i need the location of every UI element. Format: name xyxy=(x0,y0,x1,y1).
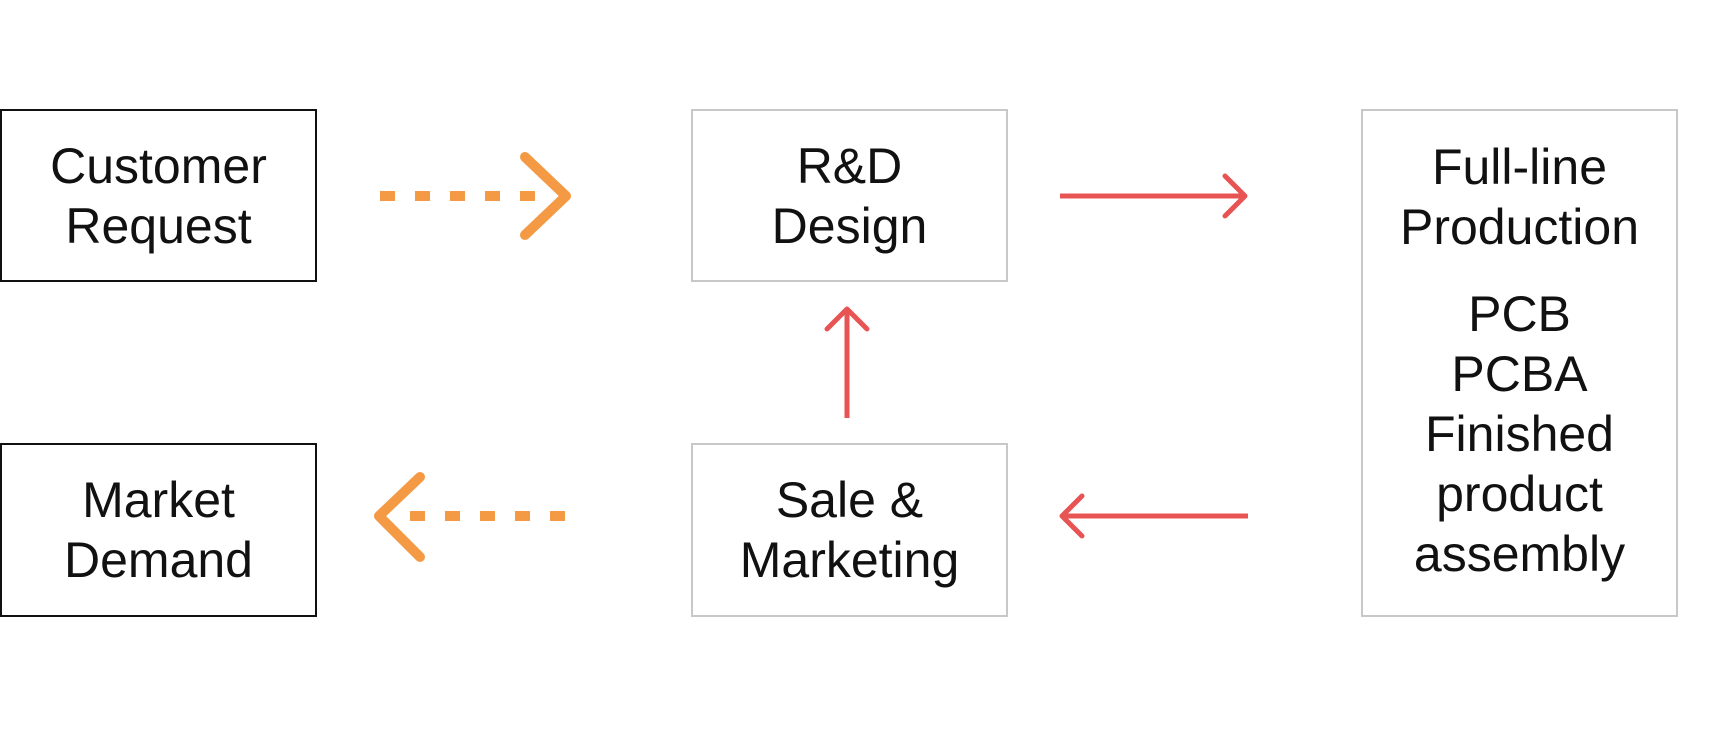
production-item-assembly: assembly xyxy=(1413,526,1626,582)
arrow-sale-to-market-head xyxy=(374,472,425,562)
customer-request-box: Customer Request xyxy=(0,109,317,282)
customer-request-label-line2: Request xyxy=(65,197,252,254)
arrow-customer-to-rd-head xyxy=(520,152,571,240)
rd-design-box: R&D Design xyxy=(691,109,1008,282)
full-line-production-box: Full-line Production PCB PCBA Finished p… xyxy=(1361,109,1678,617)
sale-marketing-label-line2: Marketing xyxy=(739,532,960,588)
arrow-rd-to-production-head xyxy=(1222,173,1248,219)
full-line-production-item-list: PCB PCBA Finished product assembly xyxy=(1414,284,1625,584)
arrow-production-to-sale xyxy=(1059,493,1248,539)
production-item-product: product xyxy=(1436,466,1603,522)
full-line-production-heading-line2: Production xyxy=(1399,199,1640,255)
market-demand-box: Market Demand xyxy=(0,443,317,617)
production-item-pcb: PCB xyxy=(1468,286,1571,342)
arrow-customer-to-rd xyxy=(380,152,571,240)
production-item-pcba: PCBA xyxy=(1451,346,1588,402)
sale-marketing-label-line1: Sale & xyxy=(775,472,924,528)
arrow-rd-to-production xyxy=(1060,173,1248,219)
customer-request-label-line1: Customer xyxy=(50,137,267,194)
full-line-production-heading-line1: Full-line xyxy=(1431,139,1608,195)
arrow-sale-to-rd xyxy=(824,306,870,418)
production-item-finished: Finished xyxy=(1425,406,1614,462)
sale-marketing-box: Sale & Marketing xyxy=(691,443,1008,617)
rd-design-label-line2: Design xyxy=(771,197,928,254)
full-line-production-heading: Full-line Production xyxy=(1400,137,1639,257)
arrow-sale-to-market xyxy=(374,472,565,562)
market-demand-label-line2: Demand xyxy=(64,532,253,588)
market-demand-label-line1: Market xyxy=(82,472,235,528)
arrow-sale-to-rd-head xyxy=(824,306,870,332)
arrow-production-to-sale-head xyxy=(1059,493,1085,539)
rd-design-label-line1: R&D xyxy=(796,137,903,194)
